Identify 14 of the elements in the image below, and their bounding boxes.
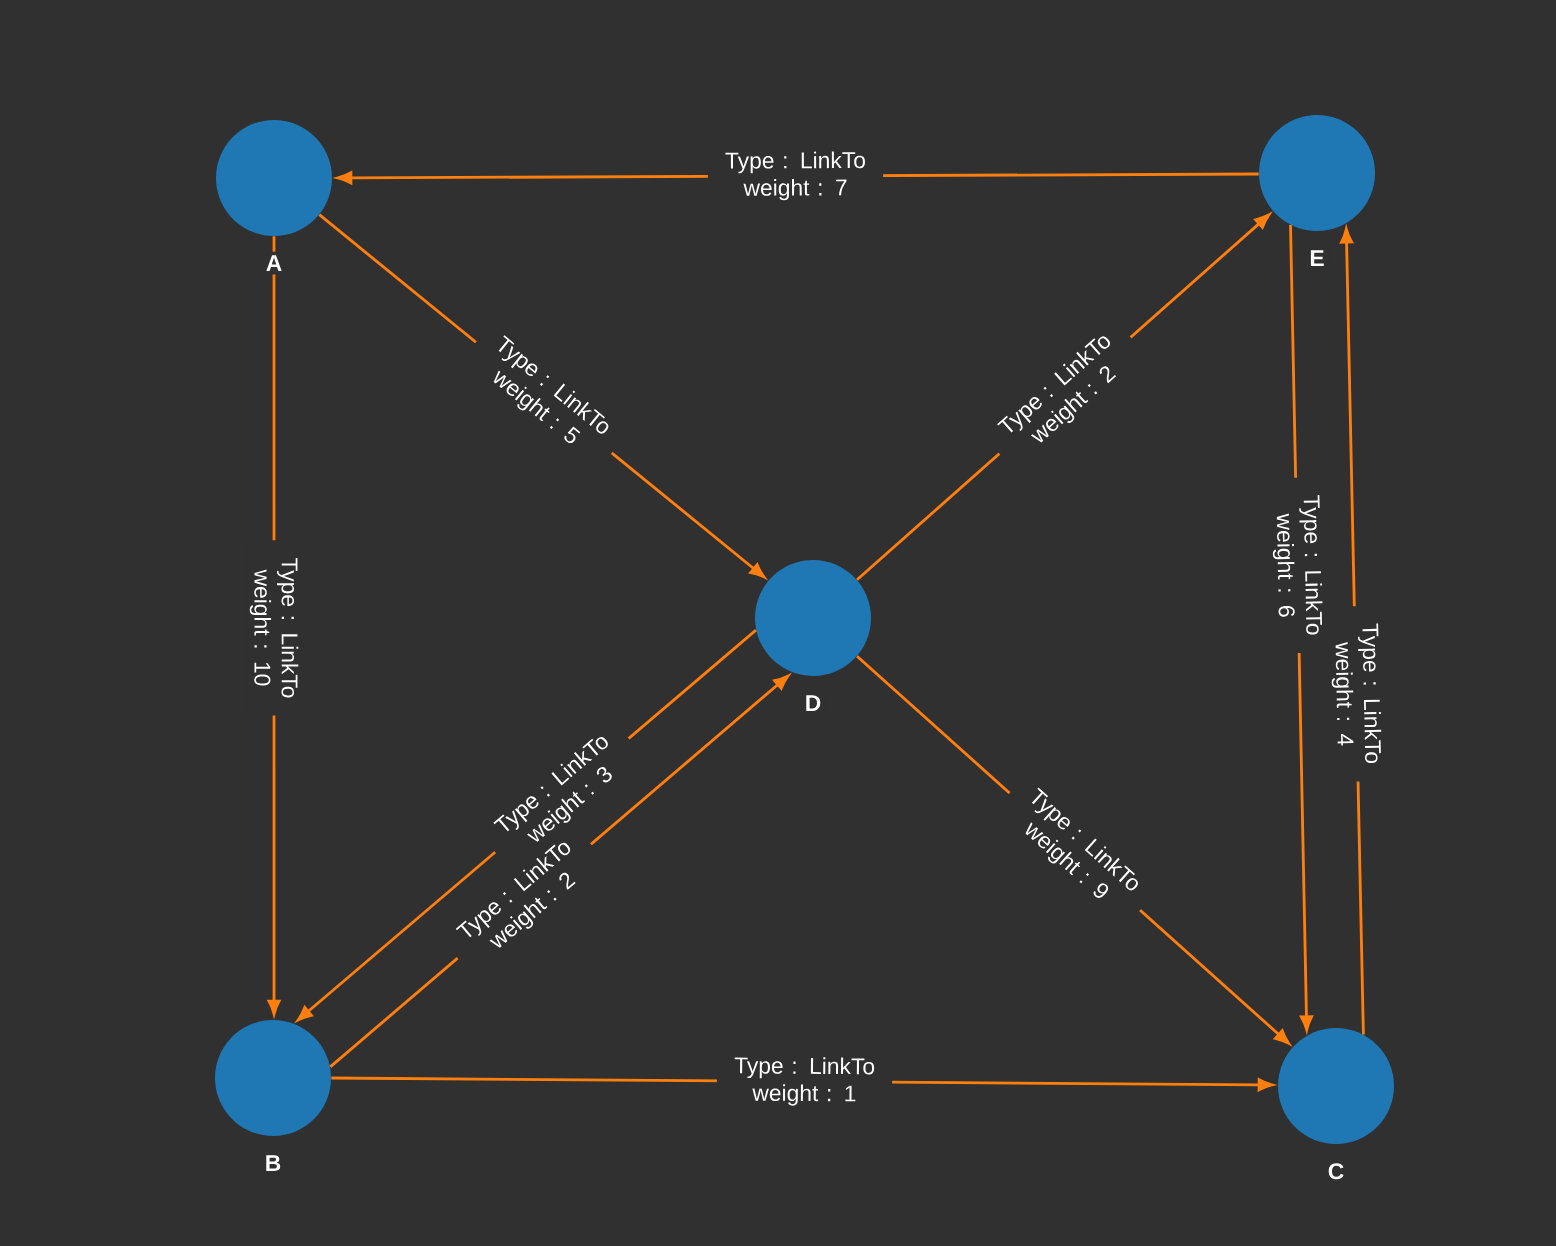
node-label: D (801, 691, 825, 715)
edge-label: Type : LinkTo weight : 4 (1327, 605, 1385, 783)
node-circle (1278, 1028, 1394, 1144)
edge-label: Type : LinkTo weight : 1 (716, 1053, 893, 1109)
node-label: A (262, 251, 286, 275)
node-circle (216, 120, 332, 236)
edge-label: Type : LinkTo weight : 6 (1268, 477, 1327, 654)
edge-label: Type : LinkTo weight : 7 (707, 148, 884, 204)
node-circle (1259, 115, 1375, 231)
edge-label: Type : LinkTo weight : 10 (247, 540, 301, 716)
node-label: C (1324, 1159, 1348, 1183)
node-label: B (261, 1151, 285, 1175)
node-circle (755, 560, 871, 676)
node-circle (215, 1020, 331, 1136)
